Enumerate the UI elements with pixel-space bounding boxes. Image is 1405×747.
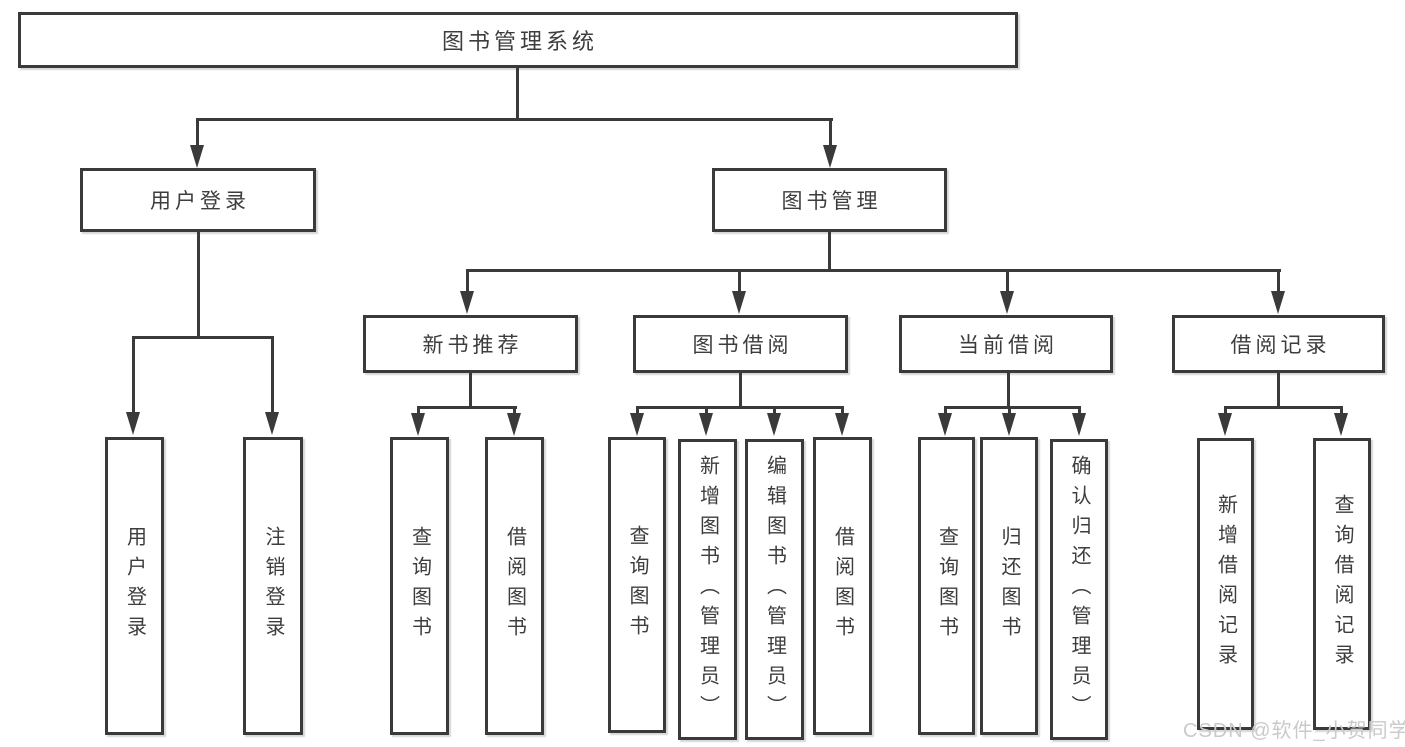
node-label: 确认归还（管理员） [1068,454,1090,725]
node-label: 新增借阅记录 [1214,494,1237,674]
arrow-down-icon [1334,413,1348,436]
arrow-down-icon [1271,291,1285,314]
connector-line [739,373,742,409]
node-borrow-books-recommend: 借阅图书 [485,437,544,735]
connector-line [705,406,708,416]
node-borrow-books-borrowing: 借阅图书 [813,437,872,735]
connector-line [466,269,469,293]
connector-line [516,68,519,119]
connector-line [1277,373,1280,409]
connector-line [1224,406,1227,416]
connector-line [197,232,200,338]
arrow-down-icon [1002,413,1016,436]
arrow-down-icon [411,413,425,436]
connector-line [1078,406,1081,416]
node-label: 编辑图书（管理员） [763,454,786,725]
node-label: 查询图书 [408,526,431,646]
node-add-books-admin: 新增图书（管理员） [678,439,737,740]
connector-line [828,232,831,271]
arrow-down-icon [732,291,746,314]
node-label: 归还图书 [998,526,1020,646]
connector-line [1008,406,1011,416]
connector-line [513,406,516,416]
connector-line [636,406,844,409]
node-label: 图书管理系统 [441,29,598,54]
node-query-borrow-record: 查询借阅记录 [1313,438,1371,730]
connector-line [1006,269,1009,293]
node-book-borrowing: 图书借阅 [633,315,848,373]
node-label: 新书推荐 [422,334,523,357]
arrow-down-icon [767,413,781,436]
node-library-management-system: 图书管理系统 [18,12,1018,68]
connector-line [773,406,776,416]
node-label: 查询图书 [935,526,958,646]
node-confirm-return-admin: 确认归还（管理员） [1050,439,1108,740]
node-label: 注销登录 [262,526,284,646]
connector-line [417,406,517,409]
connector-line [196,118,833,121]
connector-line [132,336,274,339]
arrow-down-icon [630,413,644,436]
node-label: 用户登录 [123,526,146,646]
node-user-login: 用户登录 [80,168,316,232]
connector-line [417,406,420,416]
node-label: 借阅图书 [503,526,526,646]
node-label: 借阅记录 [1230,334,1331,357]
arrow-down-icon [265,412,279,435]
arrow-down-icon [460,291,474,314]
node-label: 新增图书（管理员） [696,454,719,725]
arrow-down-icon [1218,413,1232,436]
node-return-books: 归还图书 [980,437,1038,735]
node-label: 当前借阅 [958,334,1058,357]
arrow-down-icon [835,413,849,436]
connector-line [1007,373,1010,409]
connector-line [944,406,1081,409]
connector-line [636,406,639,416]
arrow-down-icon [823,145,837,168]
node-logout-leaf: 注销登录 [243,437,303,735]
node-edit-books-admin: 编辑图书（管理员） [745,439,804,740]
node-new-book-recommendation: 新书推荐 [363,315,578,373]
connector-line [829,118,832,148]
arrow-down-icon [507,413,521,436]
connector-line [944,406,947,416]
connector-line [1340,406,1343,416]
arrow-down-icon [1000,291,1014,314]
connector-line [469,373,472,409]
connector-line [132,336,135,413]
node-book-management: 图书管理 [712,168,947,232]
connector-line [466,269,1281,272]
connector-line [1277,269,1280,293]
node-label: 查询借阅记录 [1331,494,1353,674]
node-add-borrow-record: 新增借阅记录 [1197,438,1254,730]
node-label: 图书管理 [781,190,882,213]
arrow-down-icon [126,412,140,435]
csdn-watermark: CSDN @软件_小贺同学 [1183,720,1405,742]
node-label: 图书借阅 [692,334,793,357]
connector-line [841,406,844,416]
connector-line [738,269,741,293]
node-borrowing-records: 借阅记录 [1172,315,1385,373]
node-label: 借阅图书 [831,526,854,646]
node-label: 用户登录 [150,190,250,213]
node-current-borrowing: 当前借阅 [899,315,1113,373]
node-query-books-current: 查询图书 [918,437,975,735]
arrow-down-icon [699,413,713,436]
arrow-down-icon [938,413,952,436]
connector-line [196,118,199,148]
node-query-books-borrowing: 查询图书 [608,437,666,733]
arrow-down-icon [190,145,204,168]
node-user-login-leaf: 用户登录 [105,437,164,735]
node-label: 查询图书 [626,525,648,645]
arrow-down-icon [1072,413,1086,436]
connector-line [1224,406,1343,409]
connector-line [271,336,274,413]
node-query-books-recommend: 查询图书 [390,437,449,735]
